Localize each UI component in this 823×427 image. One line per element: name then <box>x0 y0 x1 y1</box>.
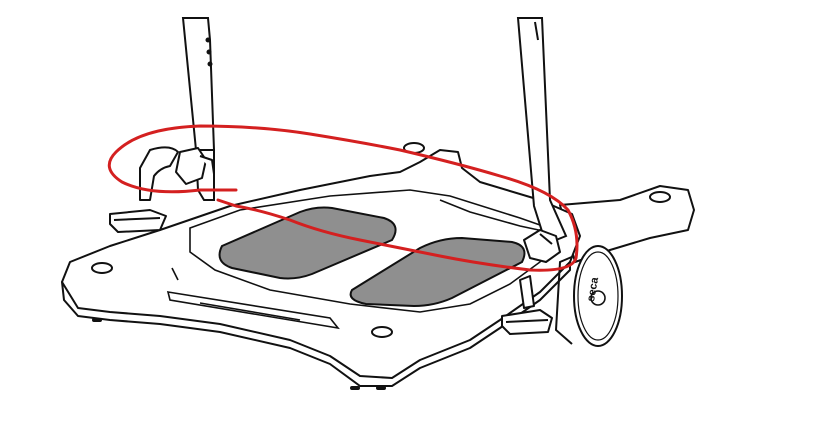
foot-pedal-right <box>501 275 553 335</box>
mounting-hole-right <box>649 191 671 203</box>
foot-pedal-left <box>109 209 167 233</box>
upright-post-right <box>516 17 568 246</box>
base-feet <box>92 318 386 390</box>
clamp-knob-left <box>175 147 215 185</box>
handle-bracket-left <box>139 146 179 201</box>
mounting-hole-front <box>371 326 393 338</box>
clamp-knob-right <box>523 229 561 263</box>
transport-wheel: seca <box>554 245 623 347</box>
brand-mark-label: seca <box>585 276 601 303</box>
foot-pad-right <box>349 236 526 308</box>
front-grip-slot <box>166 267 340 330</box>
annotation-outline <box>107 124 579 272</box>
inner-plate <box>189 189 562 313</box>
foot-pad-left <box>218 206 397 280</box>
mounting-hole-left <box>91 262 113 274</box>
